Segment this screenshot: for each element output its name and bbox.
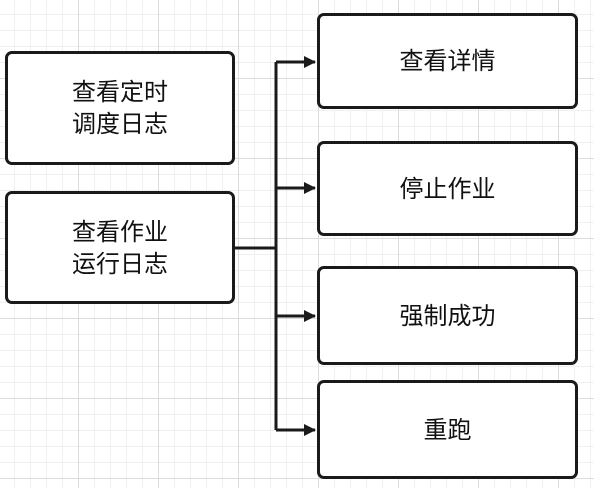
node-schedule-log-label: 查看定时 调度日志	[72, 78, 168, 138]
node-job-log-label: 查看作业 运行日志	[72, 217, 168, 278]
node-rerun-label: 重跑	[423, 415, 472, 444]
node-view-details-label: 查看详情	[399, 47, 496, 75]
node-force-success: 强制成功	[317, 266, 578, 365]
node-force-success-label: 强制成功	[399, 301, 496, 330]
node-stop-job-label: 停止作业	[399, 174, 496, 203]
node-schedule-log: 查看定时 调度日志	[5, 51, 235, 165]
node-rerun: 重跑	[317, 380, 578, 479]
node-stop-job: 停止作业	[317, 141, 578, 236]
node-view-details: 查看详情	[317, 13, 578, 109]
node-job-log: 查看作业 运行日志	[5, 191, 235, 304]
